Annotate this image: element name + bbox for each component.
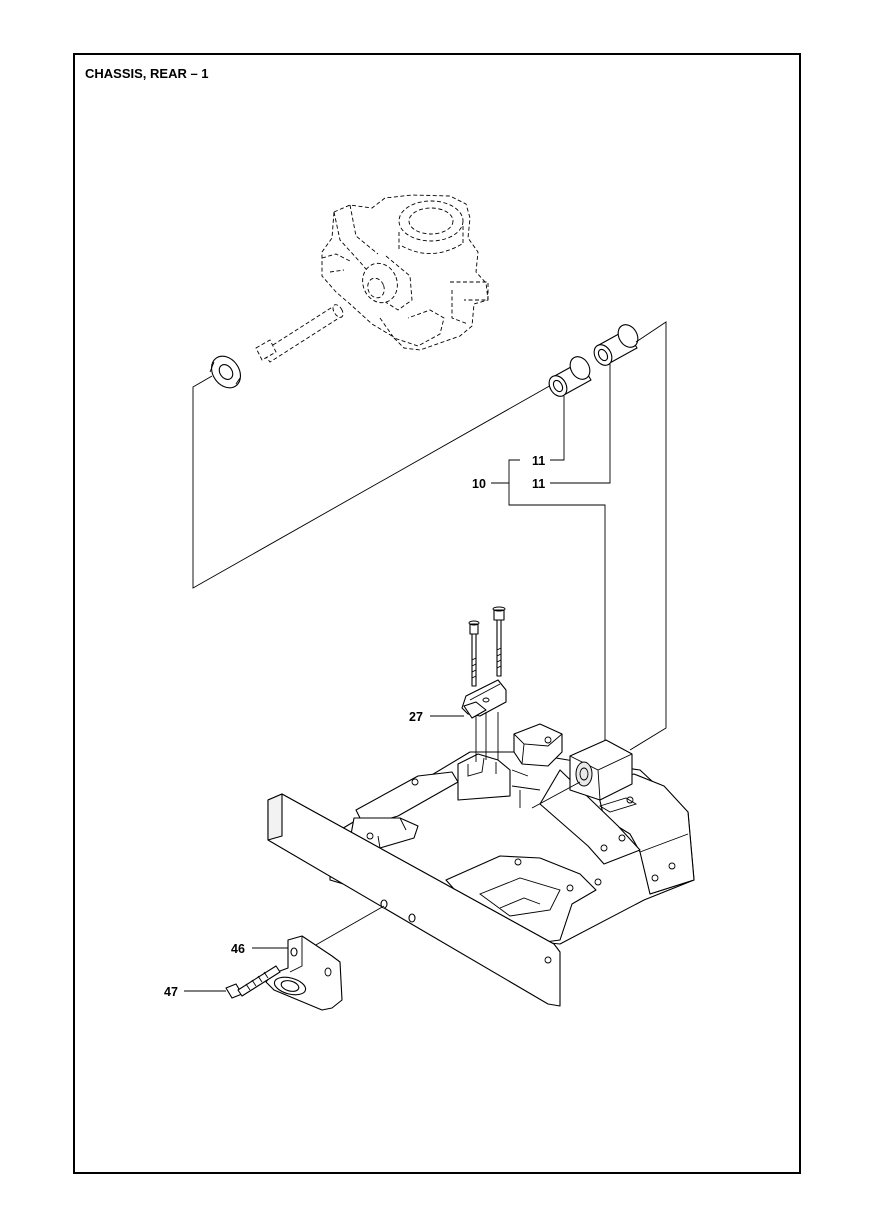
transmission-housing-phantom: [321, 194, 489, 351]
rear-bumper: [267, 793, 561, 1007]
callout-27: 27: [409, 710, 423, 724]
callout-11-upper: 11: [532, 454, 545, 468]
leader-bushing-to-chassis: [629, 321, 667, 751]
rear-chassis-frame: [329, 723, 695, 945]
leader-nut-to-chassis: [192, 375, 554, 589]
nut-part: [209, 355, 241, 389]
callout-11-lower: 11: [532, 477, 545, 491]
callout-10: 10: [472, 477, 486, 491]
leader-bumper-to-bracket: [313, 905, 385, 947]
hitch-bracket-46: [265, 935, 343, 1011]
leader-10-bracket: [508, 459, 606, 740]
callout-46: 46: [231, 942, 245, 956]
bolt-47: [225, 965, 281, 999]
diagram-title: CHASSIS, REAR – 1: [85, 66, 209, 81]
bushing-11-left: [548, 356, 592, 397]
bushing-11-right: [593, 324, 639, 366]
bolts-27-pair: [468, 606, 506, 687]
clip-27: [461, 679, 507, 719]
axle-pin-phantom: [255, 304, 344, 363]
callout-47: 47: [164, 985, 178, 999]
leader-11a: [550, 396, 565, 461]
leader-11b: [550, 364, 611, 484]
drawing-frame: [73, 53, 801, 1174]
leader-27-to-chassis: [475, 712, 499, 762]
